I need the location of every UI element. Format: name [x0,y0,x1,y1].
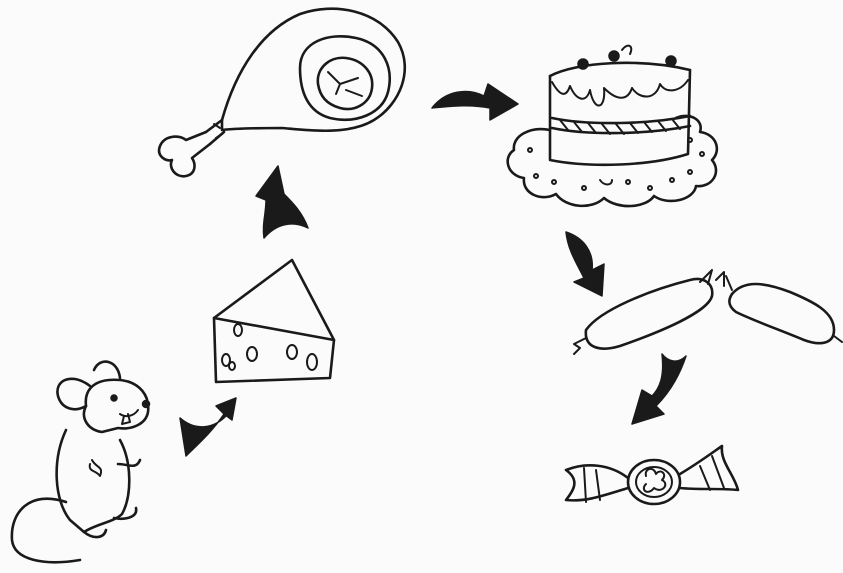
cheese-holes [222,324,317,370]
arrow-sausages-to-candy [632,354,686,424]
arrow-cake-to-sausages [566,232,604,296]
cheese-icon [214,260,334,382]
drumstick-icon [159,9,405,177]
arrow-mouse-to-cheese [180,398,236,456]
cake-icon [508,46,717,206]
arrow-drumstick-to-cake [432,84,518,120]
mouse-icon [12,362,150,563]
candy-icon [566,446,738,504]
sausages-icon [574,270,842,354]
arrow-cheese-to-drumstick [256,166,308,238]
